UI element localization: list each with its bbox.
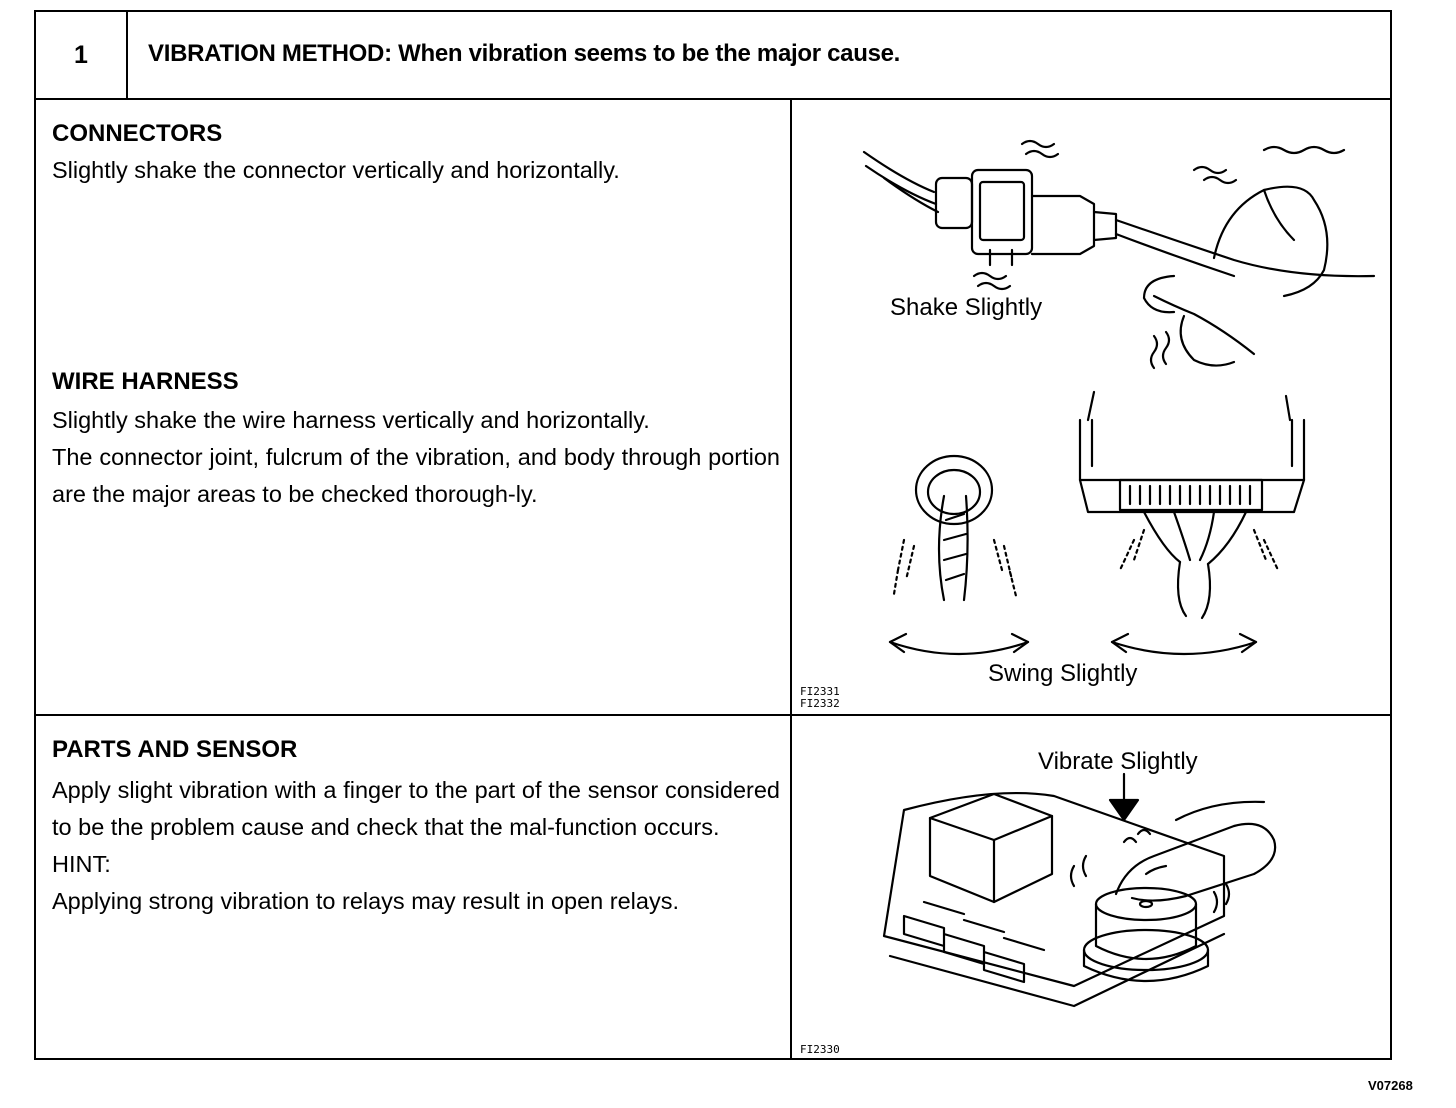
hint-text: Applying strong vibration to relays may … bbox=[52, 888, 679, 914]
page-code: V07268 bbox=[1368, 1078, 1413, 1093]
figure-code-1: FI2331 bbox=[800, 685, 840, 698]
wire-harness-section: WIRE HARNESS Slightly shake the wire har… bbox=[52, 364, 780, 513]
step-number: 1 bbox=[36, 12, 128, 98]
parts-sensor-text: Apply slight vibration with a finger to … bbox=[52, 777, 780, 840]
connectors-text: Slightly shake the connector vertically … bbox=[52, 157, 620, 183]
sensor-vibrate-illustration bbox=[882, 772, 1277, 1008]
row-divider bbox=[36, 714, 1390, 716]
connectors-section: CONNECTORS Slightly shake the connector … bbox=[52, 116, 780, 189]
connector-shake-illustration bbox=[862, 139, 1376, 656]
step-title: VIBRATION METHOD: When vibration seems t… bbox=[148, 40, 901, 67]
column-divider bbox=[790, 98, 792, 1060]
parts-sensor-section: PARTS AND SENSOR Apply slight vibration … bbox=[52, 732, 780, 920]
figure-connector-harness: Shake Slightly Swing Slightly FI2331 FI2… bbox=[794, 100, 1390, 714]
wire-harness-heading: WIRE HARNESS bbox=[52, 368, 239, 395]
figure-code-3: FI2330 bbox=[800, 1043, 840, 1056]
table-header: 1 VIBRATION METHOD: When vibration seems… bbox=[36, 12, 1390, 100]
wire-harness-text-2: The connector joint, fulcrum of the vibr… bbox=[52, 444, 780, 507]
shake-slightly-label: Shake Slightly bbox=[890, 294, 1043, 321]
parts-sensor-heading: PARTS AND SENSOR bbox=[52, 736, 298, 763]
figure-parts-sensor: Vibrate Slightly FI2330 bbox=[794, 716, 1390, 1060]
swing-slightly-label: Swing Slightly bbox=[988, 660, 1138, 687]
figure-code-2: FI2332 bbox=[800, 697, 840, 710]
procedure-table: 1 VIBRATION METHOD: When vibration seems… bbox=[34, 10, 1392, 1060]
hint-label: HINT: bbox=[52, 851, 111, 877]
vibrate-slightly-label: Vibrate Slightly bbox=[1038, 748, 1198, 775]
connectors-heading: CONNECTORS bbox=[52, 120, 223, 147]
wire-harness-text-1: Slightly shake the wire harness vertical… bbox=[52, 407, 650, 433]
